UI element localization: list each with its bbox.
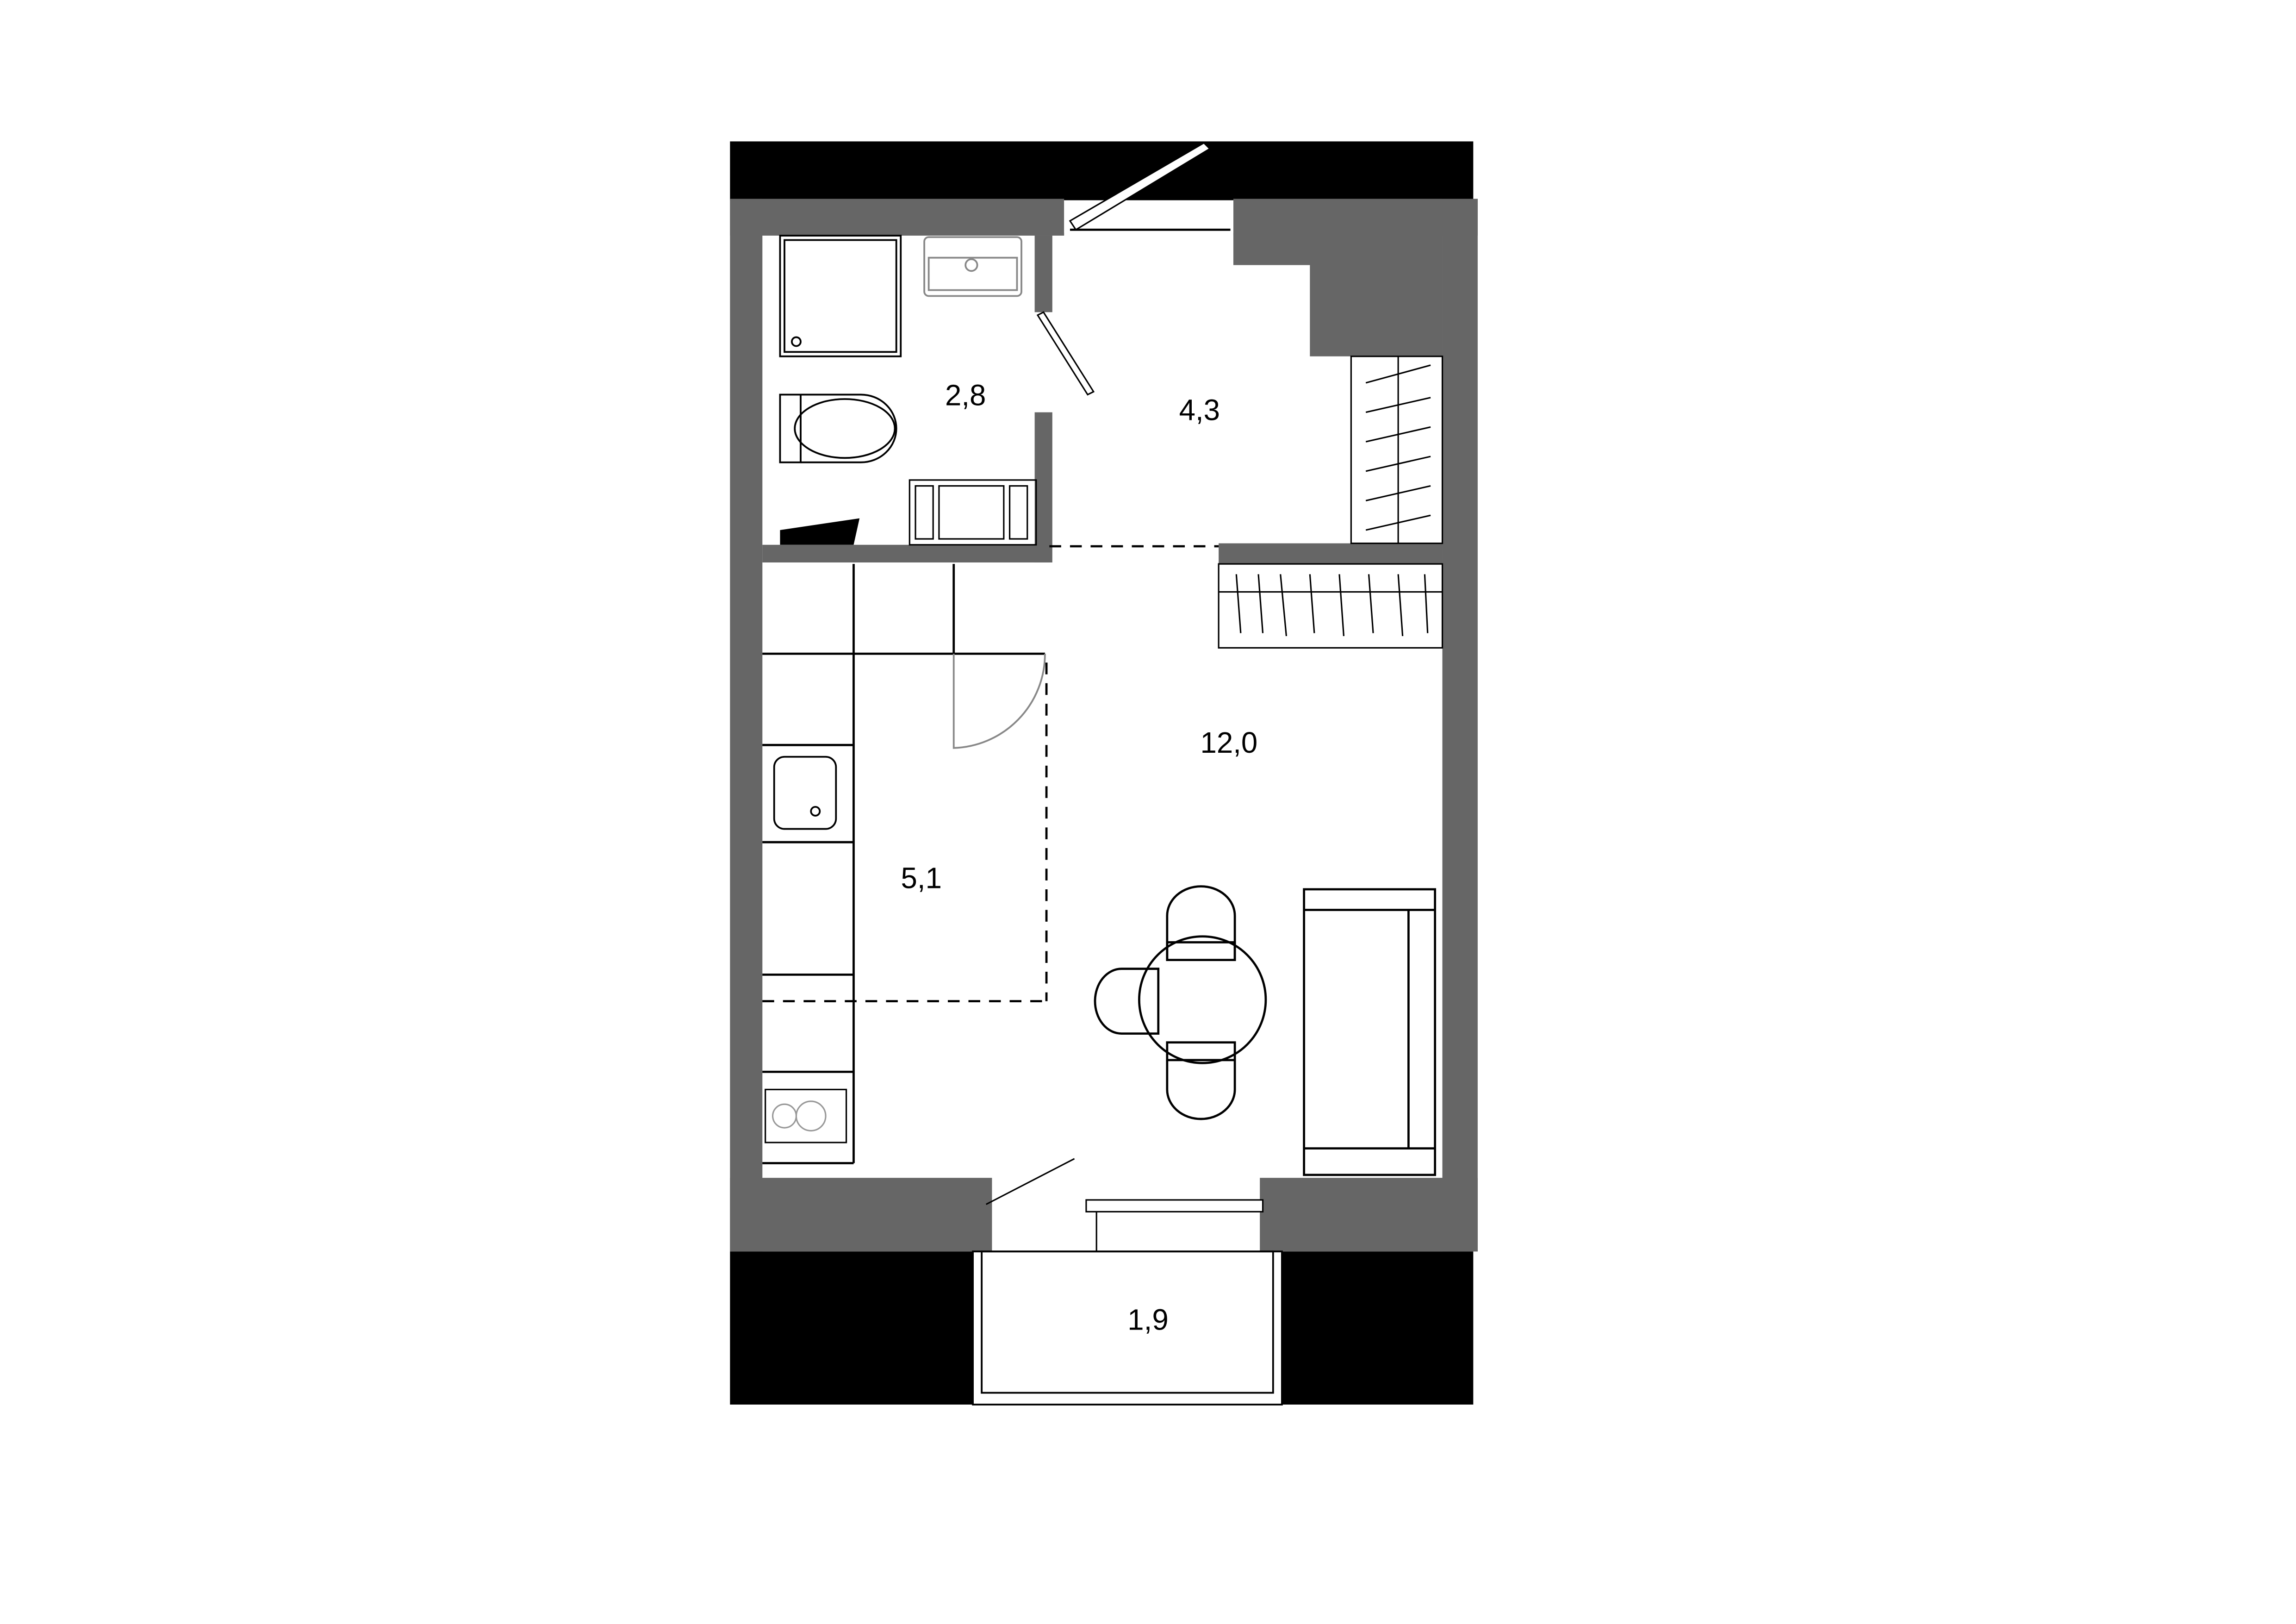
balcony-door [985, 1158, 1264, 1252]
bathroom-door [1036, 311, 1095, 396]
area-balcony: 1,9 [1127, 1304, 1168, 1337]
sofa [1303, 888, 1437, 1176]
exterior-bottom-right [1282, 1251, 1474, 1405]
area-bathroom: 2,8 [945, 379, 986, 412]
exterior-bottom-left [730, 1251, 973, 1405]
zone-boundaries [762, 545, 1219, 1003]
walls [730, 199, 1478, 1252]
balcony [972, 1250, 1283, 1405]
kitchen-door-swing [952, 654, 1046, 749]
washing-machine [908, 479, 1037, 546]
sink [923, 236, 1022, 297]
area-kitchen: 5,1 [901, 862, 942, 895]
area-living-room: 12,0 [1201, 726, 1258, 759]
exterior-top [730, 141, 1474, 200]
bathtub-corner [780, 518, 860, 545]
wardrobe-living [1218, 563, 1444, 649]
shower-tray [779, 235, 902, 357]
kitchen-counter [762, 564, 1045, 1164]
wardrobe-hall [1350, 356, 1444, 544]
kitchen-sink [773, 756, 837, 830]
toilet [779, 394, 897, 463]
cooktop [765, 1088, 847, 1143]
entrance-door [1069, 142, 1211, 231]
area-hallway: 4,3 [1179, 394, 1220, 426]
dining-table [1094, 885, 1267, 1120]
